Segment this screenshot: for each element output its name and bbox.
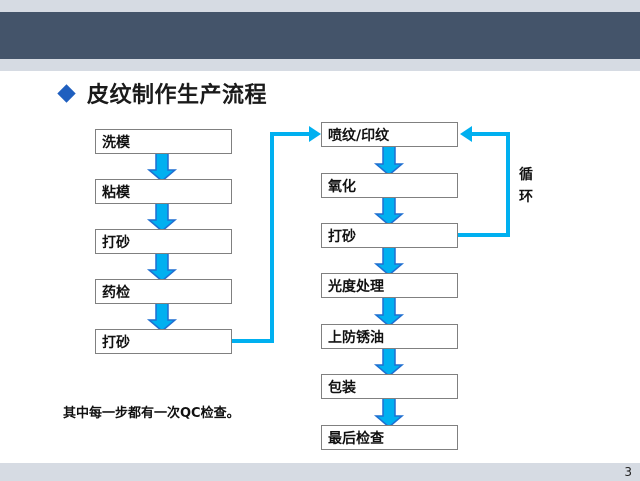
step-label: 喷纹/印纹 [328, 127, 390, 144]
footer-band [0, 463, 640, 481]
loop-label-char: 环 [519, 189, 533, 205]
step-label: 最后检查 [328, 430, 384, 447]
top-band [0, 0, 640, 12]
step-label: 药检 [102, 284, 130, 301]
step-box-sandblast-3: 打砂 [321, 223, 458, 248]
step-label: 包装 [328, 379, 356, 396]
step-label: 氧化 [328, 178, 356, 195]
step-label: 光度处理 [328, 278, 384, 295]
down-arrow-icon [146, 301, 178, 332]
title-row: 皮纹制作生产流程 [56, 78, 267, 108]
step-box-gloss-treatment: 光度处理 [321, 273, 458, 298]
step-label: 打砂 [328, 228, 356, 245]
connector-left-to-right-head [309, 126, 321, 142]
step-label: 打砂 [102, 234, 130, 251]
step-label: 洗模 [102, 134, 130, 151]
step-box-chemical-check: 药检 [95, 279, 232, 304]
header-underline-band [0, 59, 640, 71]
step-label: 打砂 [102, 334, 130, 351]
loop-label: 循 环 [519, 164, 535, 208]
step-box-texture-spray: 喷纹/印纹 [321, 122, 458, 147]
loop-connector-head [460, 126, 472, 142]
step-box-final-inspection: 最后检查 [321, 425, 458, 450]
down-arrow-icon [373, 295, 405, 327]
down-arrow-icon [373, 144, 405, 176]
down-arrow-icon [146, 201, 178, 232]
down-arrow-icon [146, 151, 178, 182]
down-arrow-icon [373, 195, 405, 226]
page-number: 3 [624, 465, 632, 479]
step-box-sandblast-2: 打砂 [95, 329, 232, 354]
header-bar [0, 12, 640, 59]
step-box-rust-oil: 上防锈油 [321, 324, 458, 349]
step-box-wash-mold: 洗模 [95, 129, 232, 154]
qc-note: 其中每一步都有一次QC检查。 [63, 406, 240, 421]
slide-title: 皮纹制作生产流程 [87, 83, 268, 108]
down-arrow-icon [146, 251, 178, 282]
down-arrow-icon [373, 245, 405, 276]
loop-connector [458, 132, 510, 237]
down-arrow-icon [373, 396, 405, 428]
step-box-packaging: 包装 [321, 374, 458, 399]
connector-left-to-right [232, 132, 311, 343]
step-label: 上防锈油 [328, 329, 384, 346]
step-box-sandblast-1: 打砂 [95, 229, 232, 254]
down-arrow-icon [373, 346, 405, 377]
loop-label-char: 循 [519, 167, 533, 183]
step-label: 粘模 [102, 184, 130, 201]
step-box-attach-mold: 粘模 [95, 179, 232, 204]
step-box-oxidize: 氧化 [321, 173, 458, 198]
